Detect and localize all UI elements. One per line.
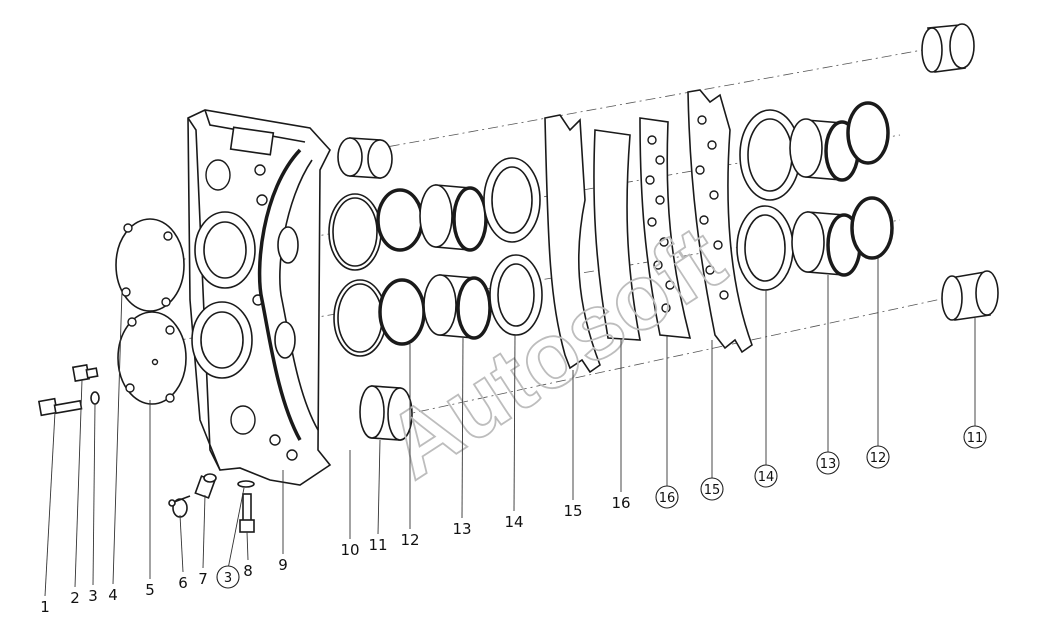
washer-3	[90, 391, 100, 405]
callout-leader	[74, 379, 83, 588]
callout-circle	[816, 451, 840, 475]
seal-12-left	[376, 188, 426, 346]
callout-leader	[92, 403, 96, 586]
callout-label: 14	[758, 470, 775, 485]
sleeve-11-right	[921, 23, 999, 321]
callout-label: 1	[40, 598, 50, 616]
callout-circle	[700, 477, 724, 501]
retainer-ring-10	[328, 193, 387, 357]
callout-leader	[377, 439, 381, 535]
callout-label: 3	[224, 571, 232, 586]
washer-3-circled	[237, 480, 255, 488]
brake-pad-16-left	[593, 129, 641, 341]
cover-plate-lower	[117, 311, 187, 405]
callout-leader	[44, 411, 56, 597]
callout-label: 10	[340, 541, 359, 559]
sleeve-11-left	[337, 137, 413, 441]
dust-boot-14-right	[736, 109, 801, 291]
callout-label: 6	[178, 574, 188, 592]
callout-label: 11	[967, 431, 984, 446]
callout-label: 9	[278, 556, 288, 574]
piston-13-left	[419, 184, 492, 340]
callout-leader	[112, 289, 123, 585]
callout-label: 8	[243, 562, 253, 580]
callout-label: 12	[870, 451, 887, 466]
perforated-pad-16-circled	[639, 117, 692, 339]
seal-12-right	[846, 101, 894, 260]
callout-circle	[754, 464, 778, 488]
callout-leader	[227, 487, 245, 570]
callout-label: 5	[145, 581, 155, 599]
bolt-8	[239, 493, 255, 533]
fitting-7	[194, 473, 217, 499]
callout-label: 4	[108, 586, 118, 604]
callout-leader	[202, 494, 206, 569]
dust-boot-14-left	[483, 157, 543, 336]
callout-leader	[461, 337, 464, 519]
callout-label: 16	[611, 494, 630, 512]
callout-leader	[513, 334, 516, 512]
callout-label: 11	[368, 536, 387, 554]
shim-plate-15-left	[544, 114, 601, 374]
bolt-1	[37, 397, 83, 417]
callout-label: 7	[198, 570, 208, 588]
callout-circle	[866, 445, 890, 469]
cover-plate-upper	[115, 218, 185, 312]
callout-circle	[963, 425, 987, 449]
housing-top-block	[229, 126, 275, 156]
callout-label: 12	[400, 531, 419, 549]
callout-label: 15	[704, 483, 721, 498]
callout-label: 13	[452, 520, 471, 538]
callout-label: 2	[70, 589, 80, 607]
callout-circle	[655, 485, 679, 509]
caliper-housing	[187, 109, 332, 486]
callout-label: 16	[659, 491, 676, 506]
bleeder-6	[168, 495, 191, 518]
callout-label: 15	[563, 502, 582, 520]
callout-circle	[216, 565, 240, 589]
callout-label: 3	[88, 587, 98, 605]
shim-plate-15-circled	[687, 89, 753, 354]
callout-label: 14	[504, 513, 523, 531]
screw-2	[71, 363, 99, 383]
callout-leader	[179, 514, 184, 573]
callout-leader	[246, 531, 249, 561]
callout-label: 13	[820, 457, 837, 472]
